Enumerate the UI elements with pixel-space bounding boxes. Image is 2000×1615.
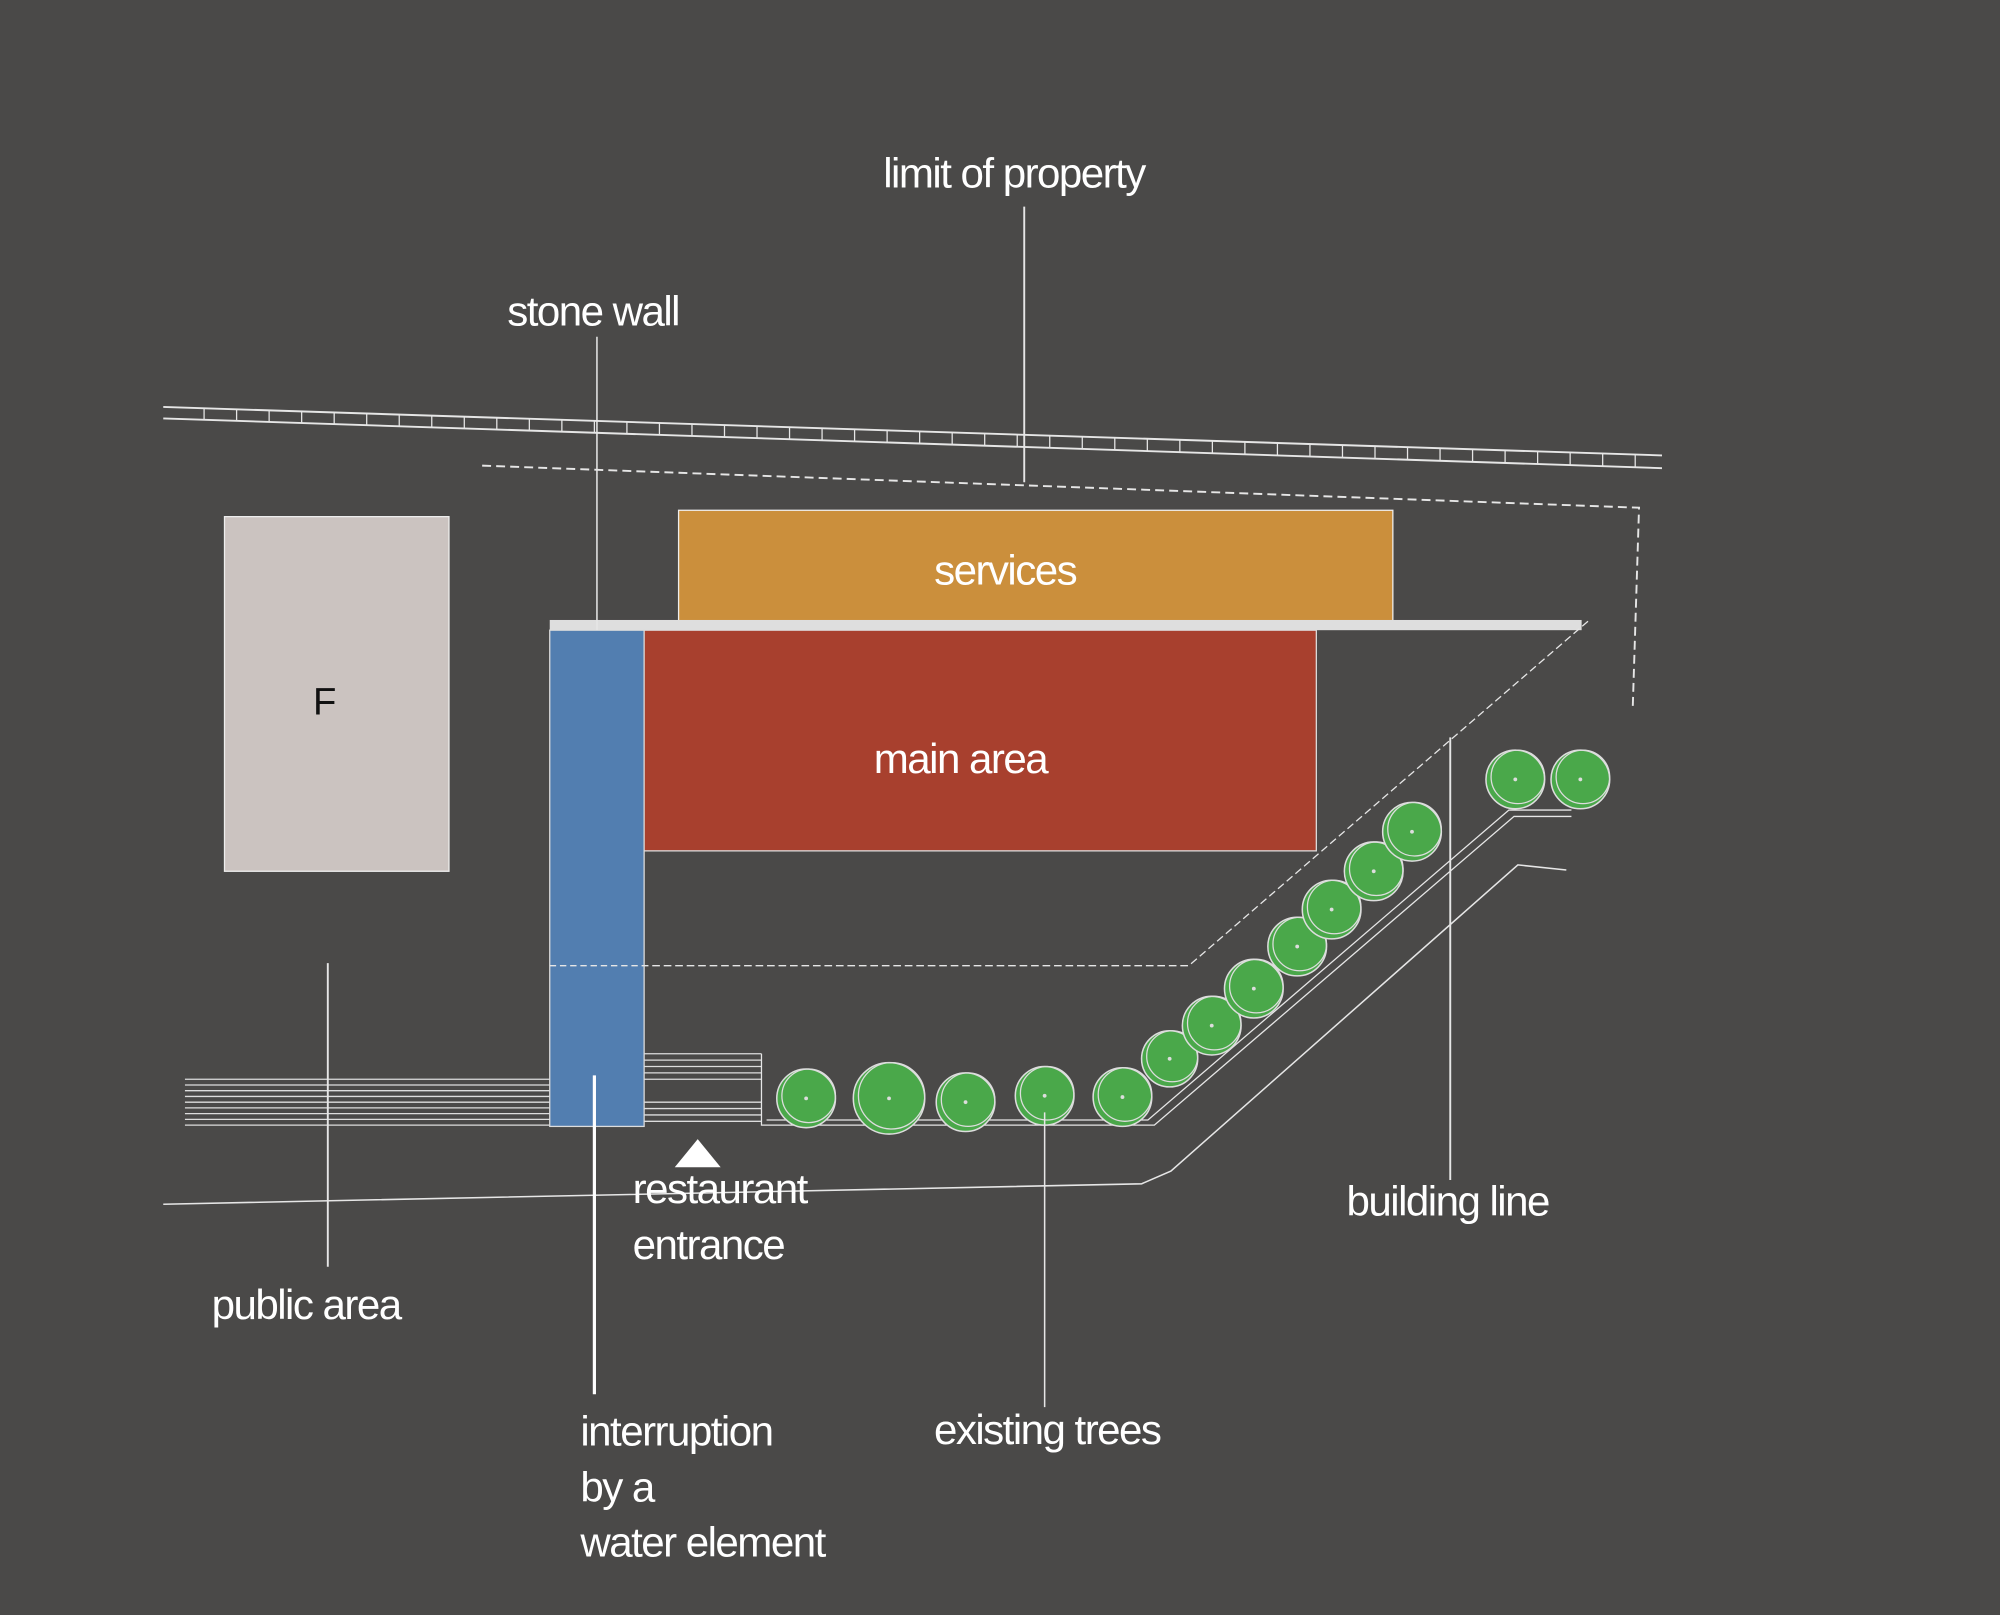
tree-icon xyxy=(1181,995,1242,1056)
public-area-label: public area xyxy=(212,1281,403,1328)
restaurant-entrance-label-2: entrance xyxy=(633,1221,785,1268)
water-element-label-3: water element xyxy=(579,1518,826,1565)
tree-icon xyxy=(1140,1029,1199,1088)
entrance-stairs xyxy=(644,1053,762,1122)
site-boundary-line xyxy=(163,864,1567,1205)
property-wall xyxy=(163,405,1663,470)
limit-of-property-label: limit of property xyxy=(883,150,1146,197)
tree-icon xyxy=(1092,1066,1153,1128)
existing-trees xyxy=(776,749,1611,1135)
services-block xyxy=(677,509,1394,622)
tree-icon xyxy=(1381,801,1443,862)
property-limit-dashed-line xyxy=(482,464,1641,711)
tree-icon xyxy=(935,1072,996,1133)
building-line-dashed xyxy=(644,620,1589,967)
tree-icon xyxy=(1550,749,1611,810)
main-area-label: main area xyxy=(874,735,1049,782)
f-building xyxy=(223,516,450,872)
water-element-label-2: by a xyxy=(580,1463,656,1510)
existing-trees-label: existing trees xyxy=(934,1406,1161,1453)
tree-icon xyxy=(1485,749,1546,810)
public-stairs xyxy=(184,1078,550,1126)
stone-wall xyxy=(549,619,1582,631)
water-element xyxy=(549,629,645,1128)
tree-icon xyxy=(1343,841,1404,902)
tree-icon xyxy=(1301,879,1362,940)
building-line-label: building line xyxy=(1347,1178,1549,1225)
tree-icon xyxy=(776,1068,837,1129)
entrance-arrow-icon xyxy=(674,1139,721,1168)
restaurant-entrance-label-1: restaurant xyxy=(633,1165,809,1212)
path-outline xyxy=(760,815,1572,1126)
tree-icon xyxy=(1223,958,1284,1019)
tree-icon xyxy=(852,1061,926,1135)
services-label: services xyxy=(934,546,1077,593)
main-area-block xyxy=(643,629,1317,852)
water-element-label-1: interruption xyxy=(580,1407,772,1454)
f-building-label: F xyxy=(313,680,335,723)
stone-wall-label: stone wall xyxy=(507,287,679,334)
